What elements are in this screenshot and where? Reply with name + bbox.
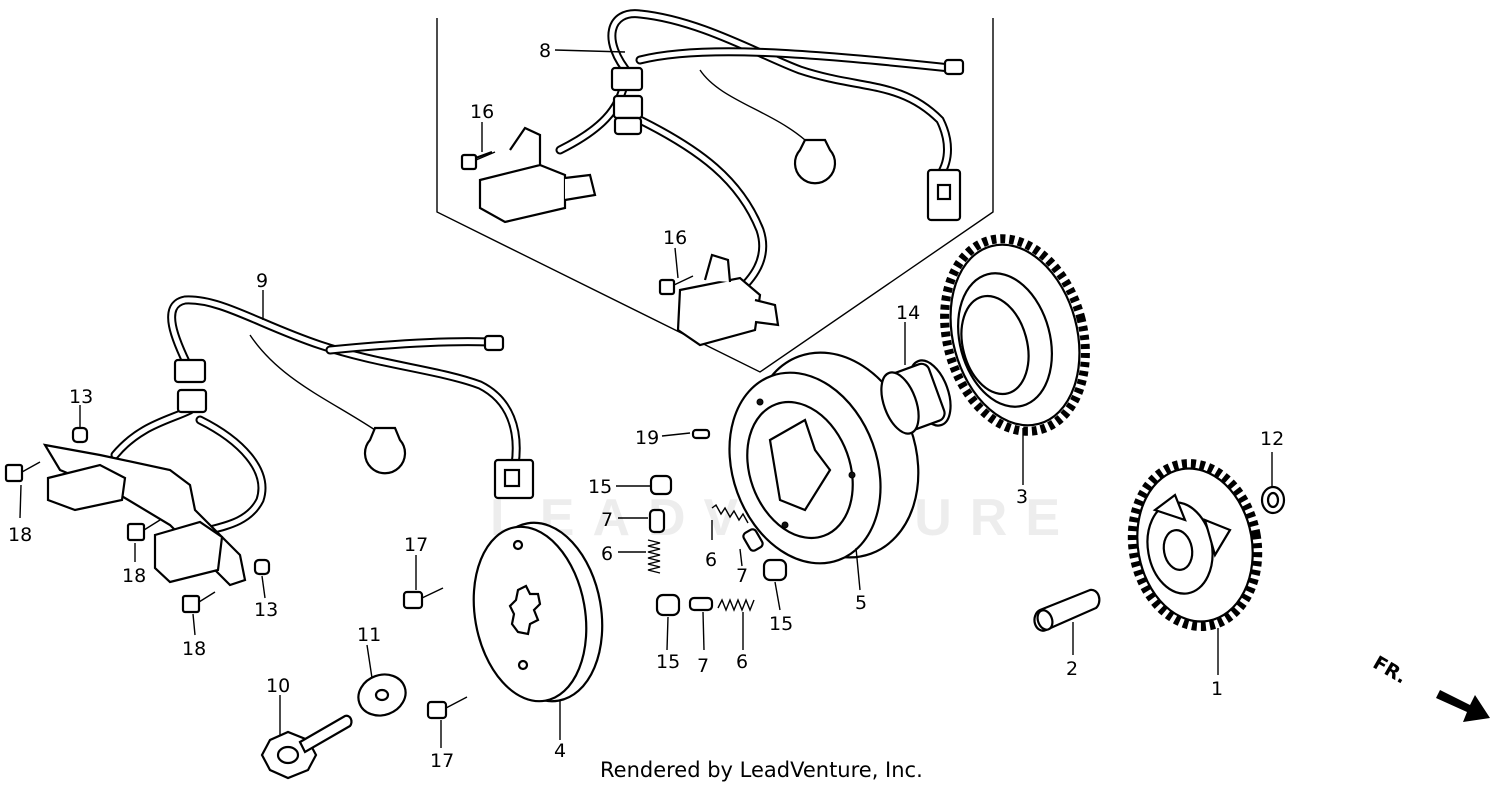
callout-16-upper: 16 <box>470 101 494 123</box>
pulse-generator-assembly-9 <box>42 295 535 587</box>
clutch-plate-4 <box>472 521 604 703</box>
callout-7-lower: 7 <box>697 655 709 677</box>
pin-2 <box>1033 588 1101 632</box>
callout-2: 2 <box>1066 658 1078 680</box>
bolt-16-upper <box>460 150 496 171</box>
pulse-generator-assembly-8 <box>478 9 965 347</box>
callout-11: 11 <box>357 624 381 646</box>
collar-13-lower <box>253 558 271 576</box>
bolt-16-lower <box>658 275 694 296</box>
callout-10: 10 <box>266 675 290 697</box>
callout-18-middle: 18 <box>122 565 146 587</box>
callout-6-middle: 6 <box>705 549 717 571</box>
callout-6-left: 6 <box>601 543 613 565</box>
callout-3: 3 <box>1016 486 1028 508</box>
starter-driven-gear-3 <box>940 234 1090 436</box>
render-credit: Rendered by LeadVenture, Inc. <box>600 758 923 782</box>
callout-17-upper: 17 <box>404 534 428 556</box>
callout-14: 14 <box>896 302 920 324</box>
callout-6-lower: 6 <box>736 651 748 673</box>
direction-label: FR. <box>1369 652 1410 689</box>
plunger-7-upper <box>648 508 666 534</box>
primary-drive-gear-1 <box>1127 459 1263 631</box>
collar-13-upper <box>71 426 89 444</box>
callout-5: 5 <box>855 592 867 614</box>
roller-15-lower-left <box>655 593 681 617</box>
callout-9: 9 <box>256 270 268 292</box>
front-direction-arrow: FR. <box>1369 652 1490 722</box>
callout-7-right: 7 <box>736 565 748 587</box>
callout-8: 8 <box>539 40 551 62</box>
callout-13-lower: 13 <box>254 599 278 621</box>
callout-labels: 8 16 16 9 13 18 18 13 18 17 11 10 17 4 1… <box>8 40 1284 772</box>
callout-18-left: 18 <box>8 524 32 546</box>
callout-7-upper: 7 <box>601 509 613 531</box>
needle-bearing-14 <box>880 359 952 435</box>
leader-lines <box>19 49 1273 748</box>
callout-15-lower-left: 15 <box>656 651 680 673</box>
roller-15-lower-right <box>762 558 788 582</box>
callout-13-upper: 13 <box>69 386 93 408</box>
starter-clutch-outer-5 <box>728 351 920 565</box>
callout-15-upper: 15 <box>588 476 612 498</box>
spring-6-left <box>647 539 661 574</box>
bolt-17-lower <box>426 696 468 720</box>
washer-11 <box>357 673 407 717</box>
bolt-18-left <box>4 461 41 483</box>
plunger-7-lower <box>688 596 714 612</box>
spring-6-lower <box>717 598 755 612</box>
callout-19: 19 <box>635 427 659 449</box>
pin-19 <box>691 428 711 440</box>
bolt-18-lower <box>181 591 216 614</box>
bolt-18-middle <box>126 519 161 542</box>
inset-frame <box>436 18 994 373</box>
callout-17-lower: 17 <box>430 750 454 772</box>
callout-1: 1 <box>1211 678 1223 700</box>
roller-15-upper <box>649 474 673 496</box>
callout-4: 4 <box>554 740 566 762</box>
spring-6-middle <box>711 503 749 524</box>
washer-12 <box>1260 485 1286 515</box>
callout-18-lower: 18 <box>182 638 206 660</box>
callout-16-lower: 16 <box>663 227 687 249</box>
plunger-7-right <box>742 528 764 552</box>
bolt-17-upper <box>402 587 444 610</box>
callout-15-lower-right: 15 <box>769 613 793 635</box>
bolt-10 <box>260 714 353 780</box>
callout-12: 12 <box>1260 428 1284 450</box>
